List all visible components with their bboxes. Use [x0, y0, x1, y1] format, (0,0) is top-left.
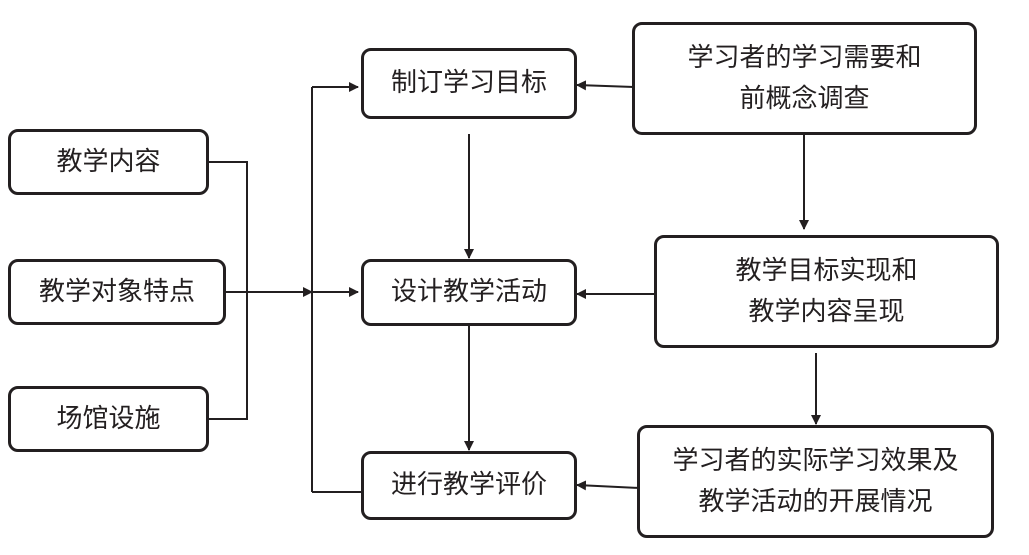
process-box-design-activities: 设计教学活动 [361, 259, 577, 326]
process-box-set-goals-label: 制订学习目标 [390, 68, 547, 99]
input-box-audience: 教学对象特点 [8, 259, 226, 325]
process-box-evaluate-label: 进行教学评价 [390, 470, 547, 501]
feedback-box-goal-realization-label: 教学目标实现和 教学内容呈现 [735, 256, 918, 327]
effect-to-evaluate-arrow [576, 480, 640, 491]
input-box-content-label: 教学内容 [56, 146, 161, 177]
input-box-audience-label: 教学对象特点 [38, 276, 195, 307]
feedback-box-learning-effect-label: 学习者的实际学习效果及 教学活动的开展情况 [672, 446, 959, 517]
feedback-box-goal-realization: 教学目标实现和 教学内容呈现 [654, 235, 999, 348]
input-box-venue-label: 场馆设施 [56, 403, 161, 434]
needs-survey-to-set-goals-arrow [576, 80, 635, 91]
feedback-box-learning-effect: 学习者的实际学习效果及 教学活动的开展情况 [637, 425, 994, 538]
process-box-evaluate: 进行教学评价 [361, 451, 577, 520]
process-box-set-goals: 制订学习目标 [361, 48, 577, 119]
process-box-design-activities-label: 设计教学活动 [390, 277, 547, 308]
feedback-box-needs-survey: 学习者的学习需要和 前概念调查 [632, 22, 977, 135]
input-box-content: 教学内容 [8, 129, 209, 195]
input-bracket-line [209, 161, 248, 420]
input-box-venue: 场馆设施 [8, 386, 209, 452]
feedback-box-needs-survey-label: 学习者的学习需要和 前概念调查 [687, 43, 922, 114]
